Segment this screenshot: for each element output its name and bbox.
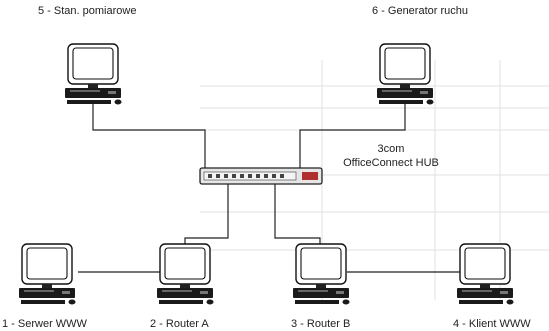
node-label-6: 6 - Generator ruchu [372,5,468,17]
hub-brand: 3com [336,142,446,156]
node-label-5: 5 - Stan. pomiarowe [38,5,136,17]
node-label-3: 3 - Router B [291,318,350,330]
hub-model: OfficeConnect HUB [336,156,446,170]
node-label-2: 2 - Router A [150,318,209,330]
hub-label: 3com OfficeConnect HUB [336,142,446,170]
node-label-4: 4 - Klient WWW [453,318,531,330]
node-label-1: 1 - Serwer WWW [2,318,87,330]
